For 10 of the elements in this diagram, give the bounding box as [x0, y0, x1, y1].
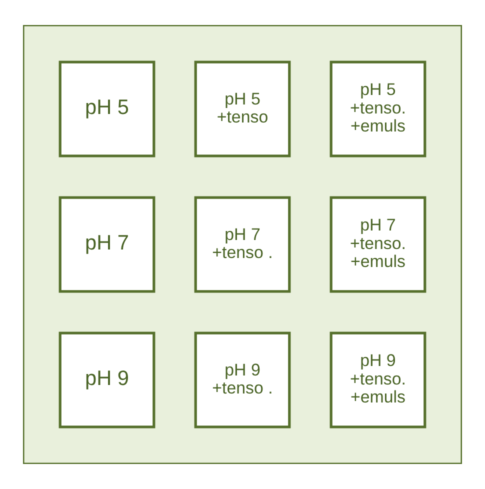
- node-box: pH 5: [58, 60, 156, 158]
- node-box: pH 5 +tenso. +emuls: [330, 60, 426, 158]
- node-box: pH 9 +tenso. +emuls: [330, 332, 426, 428]
- node-box: pH 7 +tenso .: [194, 196, 291, 293]
- node-box: pH 9: [58, 332, 156, 428]
- node-box: pH 5 +tenso: [194, 60, 291, 158]
- node-box: pH 7 +tenso. +emuls: [330, 196, 426, 293]
- cluster: [22, 24, 462, 464]
- node-box: pH 7: [58, 196, 156, 293]
- node-box: pH 9 +tenso .: [194, 332, 291, 428]
